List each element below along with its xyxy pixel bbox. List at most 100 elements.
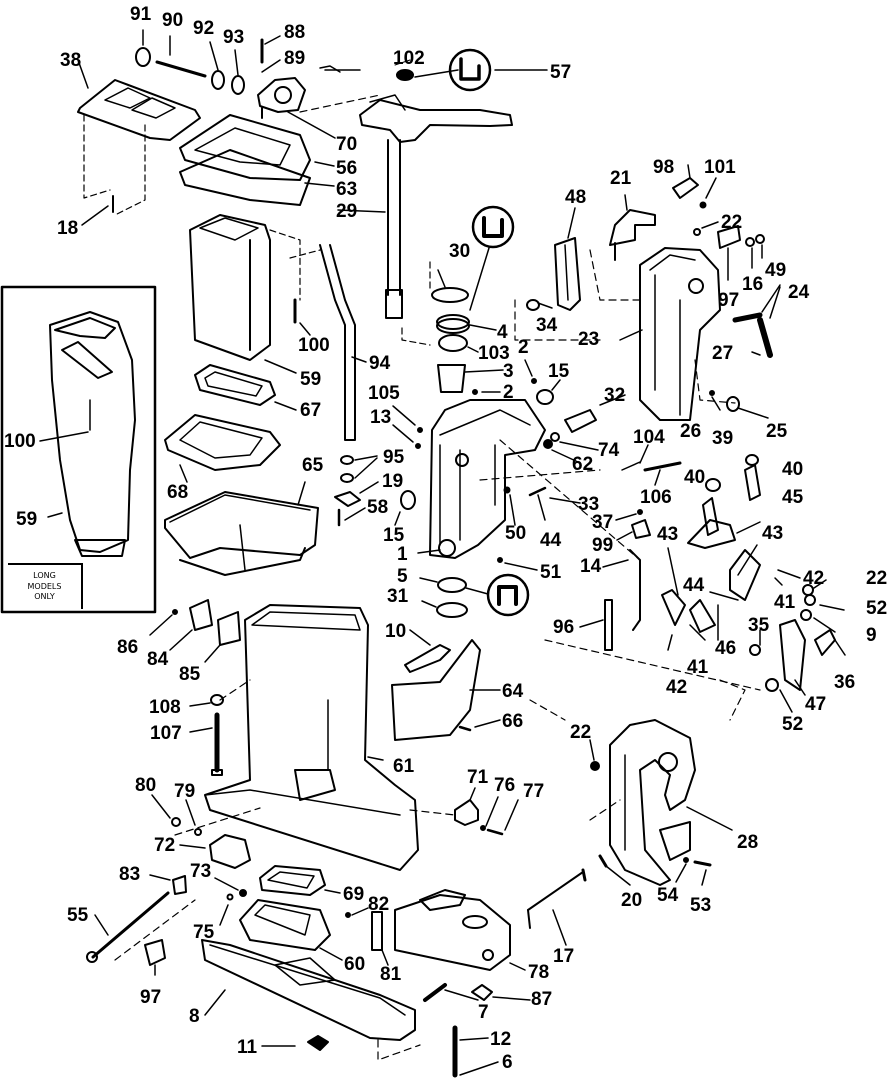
callout-88: 88 (284, 22, 305, 43)
callout-85: 85 (179, 664, 201, 685)
swivel-bracket-1 (417, 359, 581, 571)
callout-11: 11 (237, 1037, 258, 1058)
callout-92: 92 (193, 18, 214, 39)
callout-34: 34 (536, 315, 558, 336)
callout-46: 46 (715, 638, 736, 659)
callout-3: 3 (503, 361, 514, 382)
callout-84: 84 (147, 649, 169, 670)
callout-55: 55 (67, 905, 89, 926)
callout-61: 61 (393, 756, 415, 777)
bracket-71-hardware (409, 787, 519, 836)
mount-72-hardware (86, 794, 251, 976)
callout-25: 25 (766, 421, 788, 442)
callout-41: 41 (687, 657, 709, 678)
tilt-pin-32-74-62 (479, 394, 641, 561)
callout-68: 68 (167, 482, 188, 503)
note-line: MODELS (27, 581, 62, 591)
bolt-107-108 (189, 694, 224, 776)
long-models-only-note: LONG MODELS ONLY (8, 563, 83, 609)
callout-101: 101 (704, 157, 736, 178)
callout-43: 43 (657, 524, 678, 545)
callout-86: 86 (117, 637, 138, 658)
callout-2: 2 (518, 337, 529, 358)
gasket-67 (194, 364, 297, 411)
shift-lever-70 (257, 77, 336, 139)
callout-32: 32 (604, 385, 625, 406)
tilt-lever-21 (609, 164, 717, 261)
note-line: ONLY (34, 592, 55, 602)
callout-104: 104 (633, 427, 665, 448)
tilt-lock-assembly (544, 444, 846, 721)
stern-bracket-23 (619, 221, 781, 421)
lubricant-symbol-57 (448, 48, 548, 92)
powerhead-adapter-56 (179, 114, 335, 206)
callout-108: 108 (149, 697, 181, 718)
callout-44: 44 (540, 530, 562, 551)
callout-60: 60 (344, 954, 365, 975)
callout-89: 89 (284, 48, 305, 69)
callout-50: 50 (505, 523, 526, 544)
callout-30: 30 (449, 241, 470, 262)
callout-8: 8 (189, 1006, 200, 1027)
callout-53: 53 (690, 895, 711, 916)
callout-80: 80 (135, 775, 156, 796)
callout-45: 45 (782, 487, 804, 508)
callout-43: 43 (762, 523, 783, 544)
callout-29: 29 (336, 201, 357, 222)
callout-56: 56 (336, 158, 357, 179)
long-exhaust-housing-part (49, 311, 136, 553)
callout-107: 107 (150, 723, 182, 744)
callout-20: 20 (621, 890, 642, 911)
thrust-rod-34-48 (514, 207, 641, 341)
callout-105: 105 (368, 383, 400, 404)
note-line: LONG (33, 570, 56, 580)
inset-long-models (0, 285, 157, 614)
hardware-90-93 (135, 29, 281, 95)
callout-75: 75 (193, 922, 215, 943)
callout-6: 6 (502, 1052, 513, 1073)
callout-35: 35 (748, 615, 770, 636)
callout-15: 15 (383, 525, 405, 546)
callout-47: 47 (805, 694, 826, 715)
callout-22: 22 (866, 568, 887, 589)
side-plates-84-85-86 (149, 599, 241, 663)
callout-71: 71 (467, 767, 489, 788)
callout-52: 52 (866, 598, 887, 619)
callout-58: 58 (367, 497, 388, 518)
callout-70: 70 (336, 134, 357, 155)
callout-22: 22 (570, 722, 591, 743)
callout-24: 24 (788, 282, 810, 303)
callout-17: 17 (553, 946, 574, 967)
callout-27: 27 (712, 343, 733, 364)
steering-arm-29 (299, 59, 513, 319)
callout-59: 59 (300, 369, 321, 390)
callout-1: 1 (397, 544, 408, 565)
callout-69: 69 (343, 884, 364, 905)
inset-callout-59: 59 (16, 509, 37, 530)
callout-95: 95 (383, 447, 405, 468)
callout-13: 13 (370, 407, 391, 428)
callout-106: 106 (640, 487, 672, 508)
callout-57: 57 (550, 62, 571, 83)
callout-4: 4 (497, 322, 508, 343)
callout-38: 38 (60, 50, 81, 71)
callout-93: 93 (223, 27, 244, 48)
callout-51: 51 (540, 562, 562, 583)
callout-97: 97 (718, 290, 739, 311)
callout-31: 31 (387, 586, 409, 607)
callout-2: 2 (503, 382, 514, 403)
callout-23: 23 (578, 329, 599, 350)
callout-14: 14 (580, 556, 602, 577)
callout-7: 7 (478, 1002, 489, 1023)
covers-10-64-66 (391, 629, 566, 741)
exhaust-tube-59 (189, 214, 311, 374)
bearings-30-4-103-3 (401, 261, 504, 393)
exhaust-cover-38 (77, 59, 201, 226)
callout-100: 100 (298, 335, 330, 356)
callout-36: 36 (834, 672, 855, 693)
callout-87: 87 (531, 989, 552, 1010)
callout-72: 72 (154, 835, 175, 856)
callout-63: 63 (336, 179, 357, 200)
callout-62: 62 (572, 454, 593, 475)
